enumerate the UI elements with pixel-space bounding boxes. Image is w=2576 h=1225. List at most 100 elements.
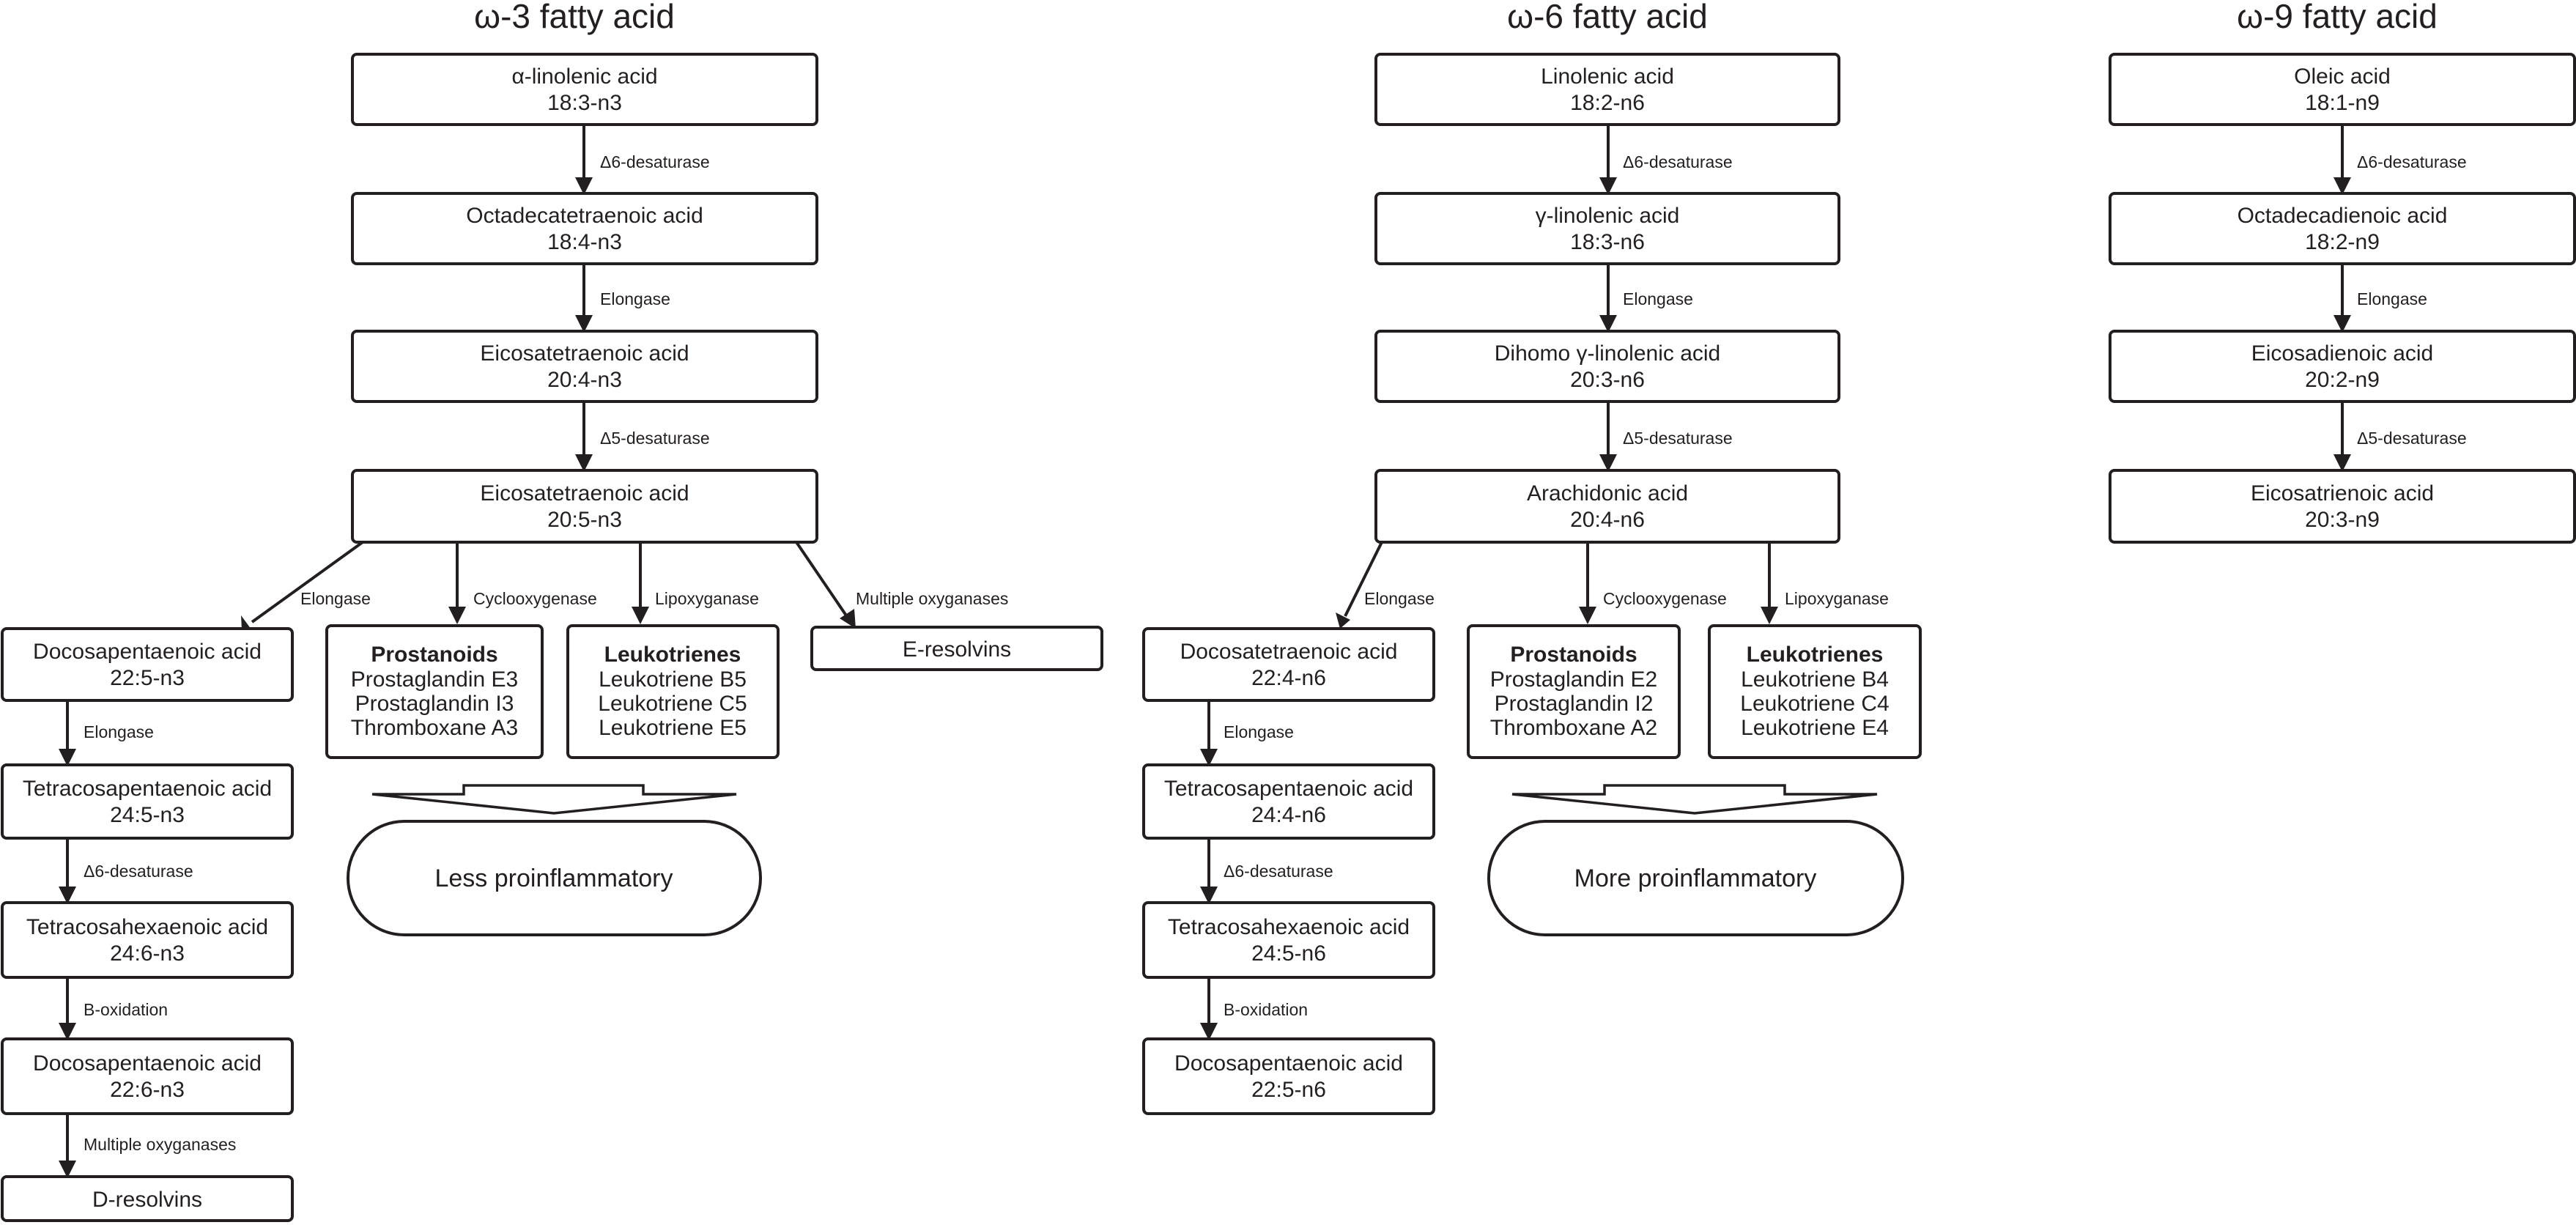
node-name: Eicosatetraenoic acid xyxy=(480,481,689,506)
node-code: 20:4-n3 xyxy=(547,368,622,392)
node-name: Octadecatetraenoic acid xyxy=(466,204,703,228)
node-code: 22:4-n6 xyxy=(1251,666,1326,690)
node-eicosadienoic-acid: Eicosadienoic acid 20:2-n9 xyxy=(2109,330,2576,403)
edge-label: Δ5-desaturase xyxy=(2357,429,2467,448)
arrowhead xyxy=(2333,454,2351,472)
arrowhead xyxy=(1599,454,1617,472)
node-name: Tetracosapentaenoic acid xyxy=(23,777,272,801)
node-name: Oleic acid xyxy=(2294,64,2391,89)
edge-label: Cyclooxygenase xyxy=(1603,589,1727,608)
node-line: Leukotriene B4 xyxy=(1741,667,1889,692)
node-line: Leukotriene C4 xyxy=(1740,692,1889,716)
node-octadecadienoic-acid: Octadecadienoic acid 18:2-n9 xyxy=(2109,192,2576,265)
node-code: 18:1-n9 xyxy=(2305,91,2380,115)
node-name: Tetracosahexaenoic acid xyxy=(26,915,268,939)
edge-line xyxy=(795,541,849,619)
node-line: Leukotriene C5 xyxy=(598,692,747,716)
arrowhead xyxy=(1200,1023,1218,1040)
omega6-heading: ω-6 fatty acid xyxy=(1507,0,1708,35)
node-name: Eicosatetraenoic acid xyxy=(480,341,689,366)
edge-label: Δ6-desaturase xyxy=(2357,152,2467,171)
edge-label: Elongase xyxy=(300,589,371,608)
node-arachidonic-acid: Arachidonic acid 20:4-n6 xyxy=(1374,469,1840,544)
node-name: Tetracosahexaenoic acid xyxy=(1168,915,1410,939)
node-code: 20:3-n9 xyxy=(2305,508,2380,532)
arrowhead xyxy=(59,1023,76,1040)
node-title: Prostanoids xyxy=(371,643,497,667)
node-prostanoids-omega6: Prostanoids Prostaglandin E2 Prostagland… xyxy=(1467,624,1681,759)
node-code: 20:3-n6 xyxy=(1570,368,1645,392)
node-code: 22:5-n3 xyxy=(110,666,185,690)
node-line: Thromboxane A3 xyxy=(351,716,518,740)
edge-label: Δ5-desaturase xyxy=(600,429,710,448)
node-code: 24:4-n6 xyxy=(1251,803,1326,827)
node-name: Docosapentaenoic acid xyxy=(33,1051,262,1076)
node-docosapentaenoic-acid-22-5-n3: Docosapentaenoic acid 22:5-n3 xyxy=(1,627,294,702)
node-leukotrienes-omega6: Leukotrienes Leukotriene B4 Leukotriene … xyxy=(1708,624,1922,759)
node-name: Eicosatrienoic acid xyxy=(2251,481,2434,506)
arrowhead xyxy=(2333,177,2351,195)
node-eicosatetraenoic-acid-20-4: Eicosatetraenoic acid 20:4-n3 xyxy=(351,330,818,403)
node-line: Leukotriene E5 xyxy=(599,716,747,740)
node-tetracosahexaenoic-acid-24-6-n3: Tetracosahexaenoic acid 24:6-n3 xyxy=(1,901,294,979)
arrowhead xyxy=(1761,607,1778,624)
arrowhead xyxy=(840,609,856,629)
arrowhead xyxy=(1200,887,1218,904)
outcome-more-proinflammatory: More proinflammatory xyxy=(1487,820,1904,936)
arrowhead xyxy=(575,315,593,333)
node-tetracosahexaenoic-acid-24-5-n6: Tetracosahexaenoic acid 24:5-n6 xyxy=(1142,901,1435,979)
arrowhead xyxy=(59,749,76,766)
node-prostanoids-omega3: Prostanoids Prostaglandin E3 Prostagland… xyxy=(325,624,544,759)
node-code: 20:5-n3 xyxy=(547,508,622,532)
node-line: Prostaglandin I3 xyxy=(355,692,514,716)
edge-label: Lipoxyganase xyxy=(655,589,759,608)
edge-label: Δ6-desaturase xyxy=(1623,152,1733,171)
node-title: Prostanoids xyxy=(1510,643,1637,667)
node-line: Thromboxane A2 xyxy=(1490,716,1657,740)
node-code: 20:4-n6 xyxy=(1570,508,1645,532)
edge-label: Elongase xyxy=(1224,722,1294,741)
node-octadecatetraenoic-acid: Octadecatetraenoic acid 18:4-n3 xyxy=(351,192,818,265)
node-code: 20:2-n9 xyxy=(2305,368,2380,392)
arrowhead xyxy=(1579,607,1596,624)
node-code: 24:6-n3 xyxy=(110,941,185,966)
node-gamma-linolenic-acid: γ-linolenic acid 18:3-n6 xyxy=(1374,192,1840,265)
edge-label: B-oxidation xyxy=(1224,1000,1308,1019)
node-tetracosapentaenoic-acid-24-4-n6: Tetracosapentaenoic acid 24:4-n6 xyxy=(1142,763,1435,840)
node-name: Linolenic acid xyxy=(1541,64,1674,89)
node-linolenic-acid: Linolenic acid 18:2-n6 xyxy=(1374,53,1840,126)
node-leukotrienes-omega3: Leukotrienes Leukotriene B5 Leukotriene … xyxy=(566,624,780,759)
node-name: Docosatetraenoic acid xyxy=(1180,640,1398,664)
node-name: Dihomo γ-linolenic acid xyxy=(1495,341,1720,366)
edge-label: Multiple oxyganases xyxy=(856,589,1008,608)
arrowhead xyxy=(448,607,466,624)
edge-label: Lipoxyganase xyxy=(1785,589,1889,608)
outcome-arrow-omega6 xyxy=(1511,784,1878,815)
node-name: Octadecadienoic acid xyxy=(2238,204,2448,228)
edge-label: Δ6-desaturase xyxy=(1224,862,1333,881)
edge-label: Elongase xyxy=(1364,589,1435,608)
node-docosapentaenoic-acid-22-5-n6: Docosapentaenoic acid 22:5-n6 xyxy=(1142,1037,1435,1115)
node-line: Leukotriene B5 xyxy=(599,667,747,692)
arrowhead xyxy=(1336,612,1350,629)
arrowhead xyxy=(575,454,593,472)
node-name: α-linolenic acid xyxy=(511,64,657,89)
arrowhead xyxy=(1200,749,1218,766)
node-title: Leukotrienes xyxy=(604,643,741,667)
node-d-resolvins: D-resolvins xyxy=(1,1175,294,1222)
edge-label: Elongase xyxy=(600,289,670,308)
arrowhead xyxy=(1599,177,1617,195)
edge-label: Δ6-desaturase xyxy=(600,152,710,171)
arrowhead xyxy=(59,887,76,904)
node-code: 24:5-n6 xyxy=(1251,941,1326,966)
pathway-edges: Δ6-desaturase Elongase Δ5-desaturase Elo… xyxy=(59,125,2467,1178)
edge-label: Elongase xyxy=(1623,289,1693,308)
node-name: E-resolvins xyxy=(903,637,1011,662)
omega9-heading: ω-9 fatty acid xyxy=(2237,0,2438,35)
node-code: 18:4-n3 xyxy=(547,230,622,254)
edge-line xyxy=(251,541,364,623)
edge-label: Elongase xyxy=(2357,289,2427,308)
node-code: 18:2-n6 xyxy=(1570,91,1645,115)
edge-label: Elongase xyxy=(84,722,154,741)
